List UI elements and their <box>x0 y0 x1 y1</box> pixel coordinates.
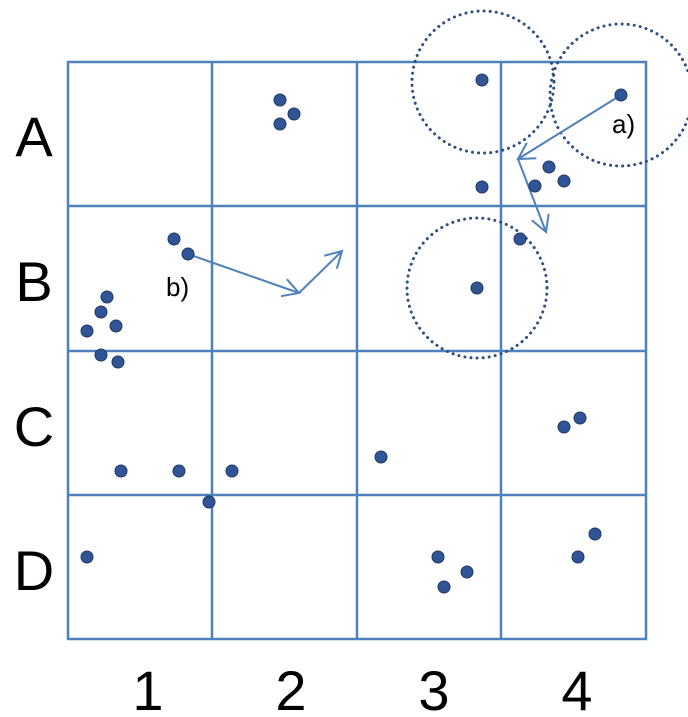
data-point <box>273 93 287 107</box>
data-point <box>273 117 287 131</box>
data-point <box>542 160 556 174</box>
col-label-4: 4 <box>561 659 592 717</box>
data-point <box>460 565 474 579</box>
data-point <box>94 305 108 319</box>
data-point <box>513 232 527 246</box>
data-point <box>573 411 587 425</box>
data-point <box>557 174 571 188</box>
data-point <box>470 281 484 295</box>
row-label-d: D <box>14 539 54 602</box>
data-point <box>437 580 451 594</box>
data-point <box>431 550 445 564</box>
col-label-2: 2 <box>275 659 306 717</box>
data-point <box>172 464 186 478</box>
row-label-b: B <box>15 250 52 313</box>
row-label-a: A <box>15 105 53 168</box>
arrow-b-segment-2 <box>298 249 344 294</box>
data-point <box>94 348 108 362</box>
data-point <box>109 319 123 333</box>
data-point <box>528 179 542 193</box>
arrow-a-segment-1 <box>516 94 622 161</box>
data-point <box>202 495 216 509</box>
data-point <box>475 180 489 194</box>
neighborhood-circle <box>405 216 549 360</box>
data-point <box>80 550 94 564</box>
row-label-c: C <box>14 395 54 458</box>
annotation-label-a: a) <box>612 109 635 139</box>
data-point <box>475 73 489 87</box>
neighborhood-circle <box>410 9 556 155</box>
neighborhood-circle <box>548 22 688 168</box>
data-point <box>111 355 125 369</box>
data-point <box>181 247 195 261</box>
data-point <box>614 88 628 102</box>
data-point <box>80 324 94 338</box>
data-point <box>557 420 571 434</box>
data-point <box>100 290 114 304</box>
data-point <box>167 232 181 246</box>
data-point <box>225 464 239 478</box>
arrow-a-segment-2 <box>517 158 550 234</box>
data-point <box>374 450 388 464</box>
annotation-label-b: b) <box>166 272 189 302</box>
data-point <box>571 550 585 564</box>
data-point <box>588 527 602 541</box>
data-point <box>114 464 128 478</box>
col-label-1: 1 <box>132 659 163 717</box>
data-points <box>80 73 628 594</box>
arrow-b-segment-1 <box>187 253 301 298</box>
col-label-3: 3 <box>418 659 449 717</box>
data-point <box>287 107 301 121</box>
